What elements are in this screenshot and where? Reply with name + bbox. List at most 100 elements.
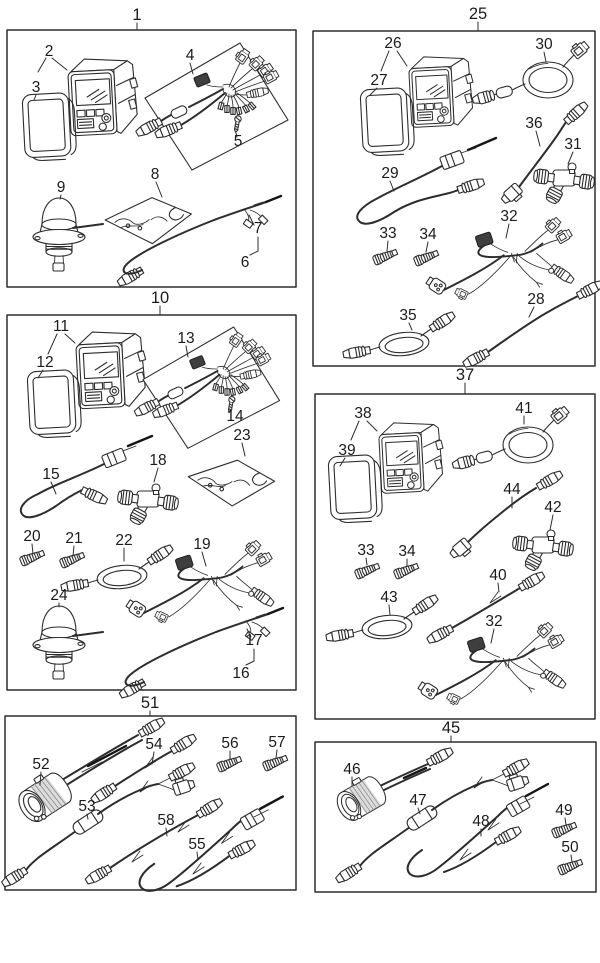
part-label-31: 31 xyxy=(564,136,581,153)
kit-box-1: 1 2 3 4 5 8 9 7 6 xyxy=(6,6,297,288)
callout-2: 2 xyxy=(37,43,68,73)
part-label-5: 5 xyxy=(234,133,243,150)
part-2-lcd-meter xyxy=(66,55,141,137)
callout-34b: 34 xyxy=(398,543,416,567)
kit-box-37-border xyxy=(314,393,596,720)
kit-box-10: 10 11 12 13 14 23 15 18 20 xyxy=(6,289,297,700)
part-47-pigtail-cable xyxy=(334,757,530,885)
kit-box-45-border xyxy=(314,741,597,893)
part-label-8: 8 xyxy=(151,166,160,183)
part-50-sensor xyxy=(556,856,585,877)
part-label-53: 53 xyxy=(78,798,95,815)
part-24-trim-gauge xyxy=(32,605,104,680)
callout-32: 32 xyxy=(500,208,518,239)
callout-48: 48 xyxy=(472,813,490,837)
part-label-19: 19 xyxy=(193,536,210,553)
part-label-49: 49 xyxy=(555,802,572,819)
part-36-cable xyxy=(498,99,590,209)
callout-55: 55 xyxy=(188,836,206,861)
part-label-43: 43 xyxy=(380,589,397,606)
callout-7: 7 xyxy=(248,214,263,256)
part-label-32b: 32 xyxy=(485,613,502,630)
kit-box-1-border xyxy=(6,29,297,288)
callout-23: 23 xyxy=(233,427,251,457)
part-label-32: 32 xyxy=(500,208,517,225)
part-label-2: 2 xyxy=(45,43,54,60)
callout-26: 26 xyxy=(380,35,408,72)
part-39-bezel-frame xyxy=(327,453,384,524)
callout-18: 18 xyxy=(149,452,167,483)
callout-28: 28 xyxy=(527,291,545,318)
callout-20: 20 xyxy=(23,528,41,555)
part-15-needle-cable xyxy=(19,434,154,519)
part-38-lcd-meter xyxy=(377,419,446,495)
callout-50: 50 xyxy=(561,839,579,863)
callout-14: 14 xyxy=(226,408,244,425)
part-54-cable xyxy=(89,731,199,806)
part-label-54: 54 xyxy=(145,736,163,753)
part-57-sensor xyxy=(261,752,290,773)
part-46-cylinder-gauge xyxy=(329,745,455,826)
part-49-sensor xyxy=(550,819,579,840)
part-42-tee-fitting xyxy=(512,530,574,572)
callout-56: 56 xyxy=(221,735,239,760)
callout-4: 4 xyxy=(186,47,195,75)
part-13-main-harness xyxy=(133,327,279,448)
callout-6: 6 xyxy=(241,254,250,271)
part-label-20: 20 xyxy=(23,528,41,545)
callout-25: 25 xyxy=(469,5,487,32)
part-label-29: 29 xyxy=(381,165,398,182)
callout-35: 35 xyxy=(399,307,417,331)
part-label-55: 55 xyxy=(188,836,205,853)
kit-box-25-border xyxy=(312,30,596,367)
part-label-37: 37 xyxy=(456,366,474,384)
part-48-loop-cable xyxy=(408,784,548,876)
part-label-26: 26 xyxy=(384,35,401,52)
part-label-11: 11 xyxy=(53,318,69,335)
part-label-33b: 33 xyxy=(357,542,374,559)
part-label-6: 6 xyxy=(241,254,250,271)
callout-46: 46 xyxy=(343,761,361,787)
callout-13: 13 xyxy=(177,330,195,358)
part-4-main-harness xyxy=(135,43,288,170)
callout-24: 24 xyxy=(50,587,68,608)
callout-54: 54 xyxy=(145,736,163,765)
kit-box-10-border xyxy=(6,314,297,691)
callout-12: 12 xyxy=(36,354,54,379)
part-label-7: 7 xyxy=(254,220,263,237)
part-label-46: 46 xyxy=(343,761,360,778)
part-label-35: 35 xyxy=(399,307,416,324)
kit-box-45: 45 46 47 48 49 50 xyxy=(314,719,597,893)
part-label-10: 10 xyxy=(151,289,169,307)
callout-57: 57 xyxy=(268,734,286,759)
part-label-51: 51 xyxy=(141,694,159,712)
callout-34: 34 xyxy=(419,226,437,253)
callout-41: 41 xyxy=(515,400,533,425)
part-label-22: 22 xyxy=(115,532,132,549)
part-label-50: 50 xyxy=(561,839,579,856)
part-8-parts-bag xyxy=(103,195,193,246)
callout-22: 22 xyxy=(115,532,133,562)
callout-37: 37 xyxy=(456,366,474,395)
part-label-17: 17 xyxy=(245,632,262,649)
callout-53: 53 xyxy=(78,798,96,820)
callout-51: 51 xyxy=(141,694,159,717)
part-label-25: 25 xyxy=(469,5,487,23)
part-label-47: 47 xyxy=(409,792,426,809)
part-label-41: 41 xyxy=(515,400,532,417)
part-label-45: 45 xyxy=(442,719,460,737)
callout-9: 9 xyxy=(57,179,65,200)
callout-44: 44 xyxy=(503,481,521,509)
part-label-42: 42 xyxy=(544,499,561,516)
kit-box-25: 25 26 27 30 29 36 31 33 xyxy=(312,5,600,370)
callout-29: 29 xyxy=(381,165,399,192)
part-52-cylinder-gauge xyxy=(10,715,167,828)
part-label-14: 14 xyxy=(226,408,244,425)
callout-42: 42 xyxy=(544,499,562,531)
part-label-23: 23 xyxy=(233,427,250,444)
part-label-33: 33 xyxy=(379,225,396,242)
callout-8: 8 xyxy=(151,166,163,198)
part-label-18: 18 xyxy=(149,452,166,469)
callout-33: 33 xyxy=(379,225,397,252)
